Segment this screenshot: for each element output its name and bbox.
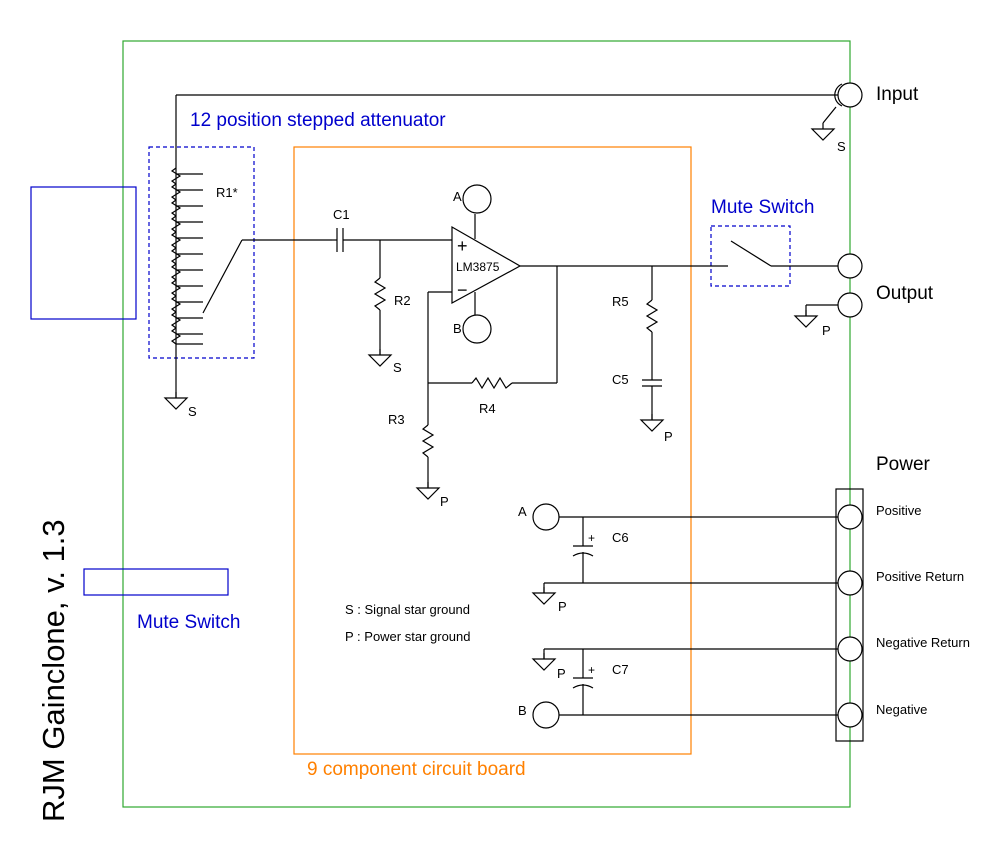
rail-b-supply-label: B (518, 703, 527, 718)
ground-label-s-attenuator: S (188, 404, 197, 419)
attenuator-box (148, 146, 255, 359)
c6-polarity: + (588, 531, 595, 545)
legend-power-ground: P : Power star ground (345, 629, 471, 644)
mute-switch-panel-cutout (83, 568, 229, 596)
c7-polarity: + (588, 663, 595, 677)
feedback-network (421, 266, 558, 488)
power-wiring (543, 516, 838, 716)
power-label: Power (876, 454, 931, 475)
r4-label: R4 (479, 401, 496, 416)
power-terminal-strip (835, 488, 864, 742)
mute-switch-box (710, 225, 791, 287)
c7-label: C7 (612, 662, 629, 677)
rail-b-opamp-label: B (453, 321, 462, 336)
positive-label: Positive (876, 503, 922, 518)
ic-minus-label: − (457, 280, 468, 300)
r1-label: R1* (216, 185, 238, 200)
c5-label: C5 (612, 372, 629, 387)
opamp (451, 184, 522, 344)
component-labels: R1* C1 R2 R3 R4 R5 C5 C6 C7 LM3875 + − A… (216, 185, 629, 718)
ground-label-s-r2: S (393, 360, 402, 375)
ground-labels: S S P P S P P P (188, 139, 846, 681)
ic-plus-label: + (457, 236, 468, 256)
output-label: Output (876, 283, 934, 304)
c1-label: C1 (333, 207, 350, 222)
input-label: Input (876, 84, 919, 105)
c6-label: C6 (612, 530, 629, 545)
ground-label-p-positive: P (558, 599, 567, 614)
r2-resistor (373, 240, 387, 355)
r3-label: R3 (388, 412, 405, 427)
negative-return-label: Negative Return (876, 635, 970, 650)
board-callout: 9 component circuit board (307, 759, 526, 780)
legend-signal-ground: S : Signal star ground (345, 602, 470, 617)
attenuator-ladder (170, 167, 332, 345)
ground-label-p-output: P (822, 323, 831, 338)
positive-return-label: Positive Return (876, 569, 964, 584)
rail-a-supply-label: A (518, 504, 527, 519)
ground-label-s-input: S (837, 139, 846, 154)
negative-label: Negative (876, 702, 927, 717)
r5-label: R5 (612, 294, 629, 309)
ic-label: LM3875 (456, 260, 500, 274)
case-outline (122, 40, 851, 808)
ground-legend: S : Signal star ground P : Power star gr… (345, 602, 471, 644)
rail-a-opamp-label: A (453, 189, 462, 204)
mute-switch-callout-panel: Mute Switch (137, 612, 240, 633)
mute-switch-callout-top: Mute Switch (711, 197, 814, 218)
attenuator-callout: 12 position stepped attenuator (190, 110, 446, 131)
input-wiring (175, 94, 838, 398)
jacks (532, 82, 863, 729)
attenuator-panel-cutout (30, 186, 137, 320)
c1-capacitor (332, 228, 452, 252)
ground-label-p-c5: P (664, 429, 673, 444)
ground-label-p-r3: P (440, 494, 449, 509)
output-wiring (520, 240, 838, 420)
annotations: 12 position stepped attenuator Mute Swit… (137, 110, 814, 780)
r2-label: R2 (394, 293, 411, 308)
connector-labels: Input Output Power Positive Positive Ret… (876, 84, 970, 717)
ground-label-p-negative: P (557, 666, 566, 681)
circuit-board-outline (293, 146, 692, 755)
page-title: RJM Gainclone, v. 1.3 (36, 519, 71, 822)
